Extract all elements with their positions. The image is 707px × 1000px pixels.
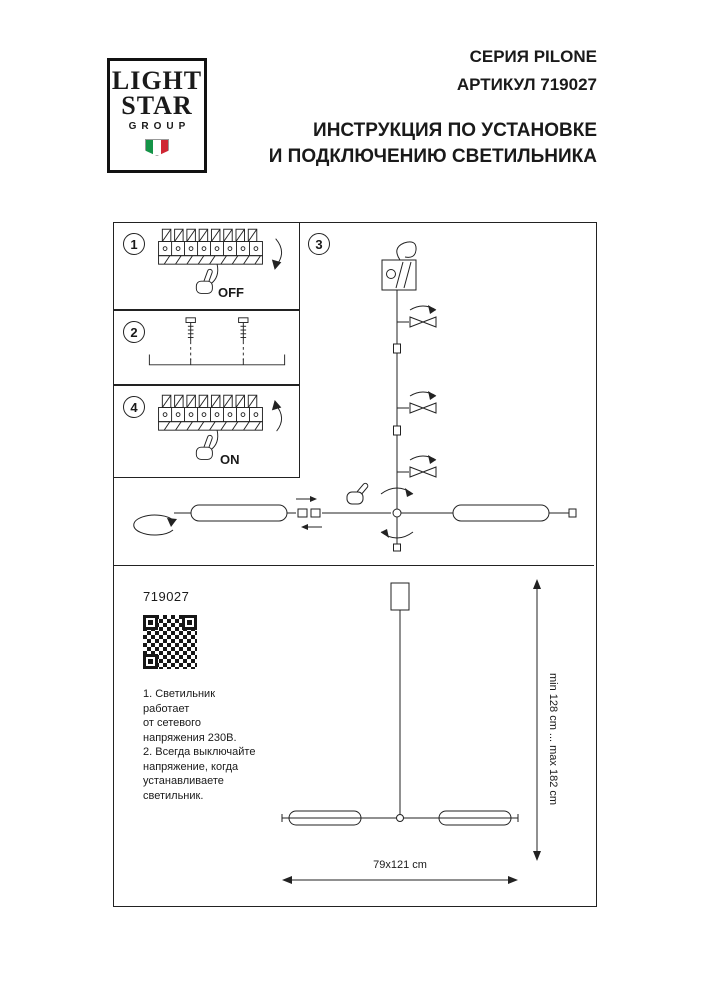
logo-group: GROUP xyxy=(128,121,191,132)
step3-number-badge: 3 xyxy=(308,233,330,255)
step4-panel: 4 xyxy=(113,385,300,478)
instruction-title-line1: ИНСТРУКЦИЯ ПО УСТАНОВКЕ xyxy=(313,120,597,141)
step4-number-badge: 4 xyxy=(123,396,145,418)
step2-panel: 2 xyxy=(113,310,300,385)
hand-icon xyxy=(346,482,369,505)
step1-panel: 1 xyxy=(113,222,300,310)
article-number: АРТИКУЛ 719027 xyxy=(456,75,597,94)
pole-assembly-illustration xyxy=(381,241,437,484)
safety-notes: 1. Светильник работает от сетевого напря… xyxy=(143,688,256,802)
logo-star: STAR xyxy=(121,91,193,120)
hand-icon xyxy=(195,434,213,460)
instruction-title: ИНСТРУКЦИЯ ПО УСТАНОВКЕ И ПОДКЛЮЧЕНИЮ СВ… xyxy=(269,118,597,170)
terminal-block-on-illustration xyxy=(158,394,283,460)
step1-number-badge: 1 xyxy=(123,233,145,255)
horizontal-dimension-label: 79x121 cm xyxy=(373,859,427,871)
section-divider xyxy=(114,565,594,566)
product-article: 719027 xyxy=(143,589,190,604)
hand-icon xyxy=(195,268,213,294)
terminal-block-off-illustration xyxy=(158,228,283,294)
lamp-dimensions-illustration xyxy=(281,579,541,884)
step2-number-badge: 2 xyxy=(123,321,145,343)
series-title: СЕРИЯ PILONE xyxy=(469,47,597,66)
qr-code xyxy=(141,613,199,671)
lightstar-logo: LIGHT STAR GROUP xyxy=(107,58,207,173)
on-label: ON xyxy=(220,452,240,467)
mounting-bolts-illustration xyxy=(148,317,286,366)
off-label: OFF xyxy=(218,285,244,300)
italy-flag-icon xyxy=(145,139,169,156)
logo-light: LIGHT xyxy=(111,66,203,95)
vertical-dimension-label: min 128 cm ... max 182 cm xyxy=(547,672,559,806)
arm-assembly-illustration xyxy=(133,480,577,552)
instruction-title-line2: И ПОДКЛЮЧЕНИЮ СВЕТИЛЬНИКА xyxy=(268,146,597,167)
